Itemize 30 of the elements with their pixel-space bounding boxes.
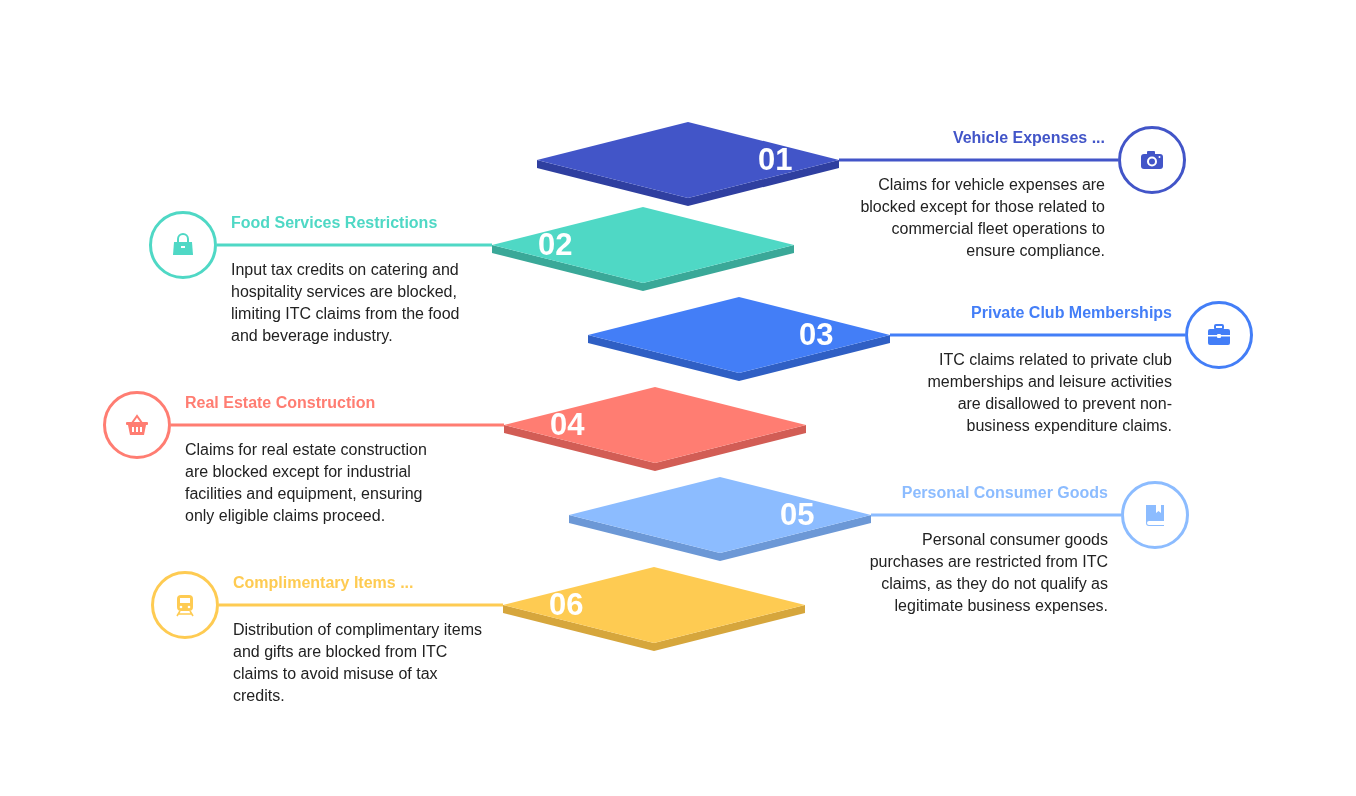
- section-heading: Complimentary Items ...: [233, 573, 414, 593]
- description-text: Claims for real estate construction are blocked except for industrial facilities and equipment, ensuring only eligible claims proceed.: [185, 440, 428, 526]
- layer-slab: [569, 477, 871, 561]
- section-heading: Vehicle Expenses ...: [952, 128, 1105, 148]
- step-number: 06: [549, 587, 584, 623]
- step-number: 05: [780, 497, 815, 533]
- layer-slab: [537, 122, 839, 206]
- section-heading: Private Club Memberships: [971, 303, 1172, 323]
- step-number: 03: [799, 317, 834, 353]
- step-number: 01: [758, 142, 793, 178]
- section-heading: Real Estate Construction: [185, 393, 376, 413]
- step-number: 04: [550, 407, 585, 443]
- connector-line: [171, 423, 504, 427]
- step-number: 02: [538, 227, 573, 263]
- layer-slab: [504, 387, 806, 471]
- description-text: ITC claims related to private club memberships and leisure activities are disallowed to prevent non-business expenditure claims.: [926, 350, 1172, 436]
- layer-slab: [588, 297, 890, 381]
- section-heading: Food Services Restrictions: [231, 213, 438, 233]
- connector-line: [217, 243, 492, 247]
- description-text: Personal consumer goods purchases are restricted from ITC claims, as they do not qualify as legitimate business expenses.: [868, 530, 1108, 616]
- connector-line: [219, 603, 503, 607]
- section-heading: Personal Consumer Goods: [901, 483, 1108, 503]
- layer-slab: [492, 207, 794, 291]
- connector-line: [871, 513, 1121, 517]
- description-text: Input tax credits on catering and hospitality services are blocked, limiting ITC claims from the food and beverage industry.: [231, 260, 461, 346]
- description-text: Distribution of complimentary items and gifts are blocked from ITC claims to avoid misuse of tax credits.: [233, 620, 483, 706]
- description-text: Claims for vehicle expenses are blocked except for those related to commercial fleet operations to ensure compliance.: [859, 175, 1105, 261]
- connector-line: [839, 158, 1118, 162]
- connector-line: [890, 333, 1185, 337]
- layer-slab: [503, 567, 805, 651]
